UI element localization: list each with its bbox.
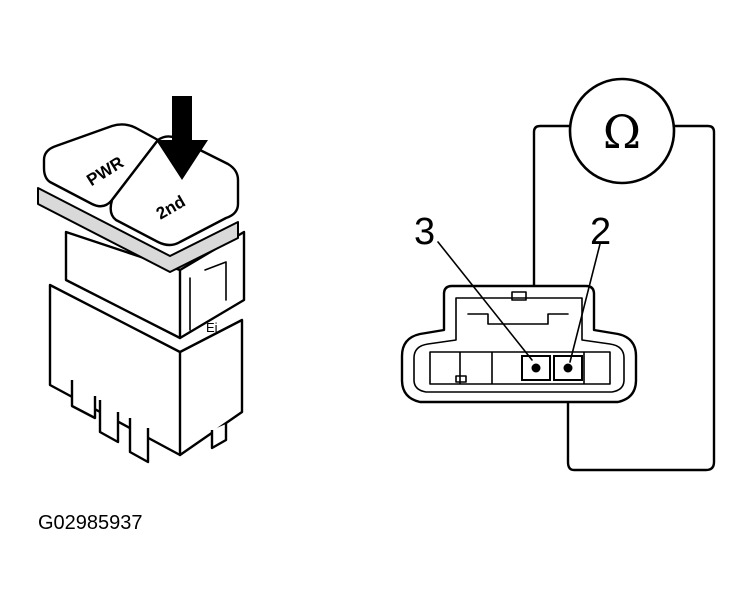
connector-latch (467, 291, 569, 325)
press-arrow-icon (156, 96, 208, 180)
figure-id: G02985937 (38, 512, 143, 534)
leader-line-3 (437, 241, 533, 361)
terminal-2-label: 2 (590, 211, 611, 253)
leader-line-2 (569, 243, 601, 363)
connector-test: Ω 3 2 (400, 77, 716, 472)
terminal-pins (70, 380, 228, 464)
ohmmeter-icon (568, 77, 676, 185)
ohmmeter-symbol: Ω (603, 105, 641, 159)
terminal-3-label: 3 (414, 211, 435, 253)
terminal-cavities (429, 351, 611, 385)
button-bezel (37, 187, 239, 273)
switch-assembly: PWR 2nd Ei (37, 96, 246, 464)
test-lead (532, 124, 716, 472)
housing-marking: Ei (206, 320, 218, 335)
